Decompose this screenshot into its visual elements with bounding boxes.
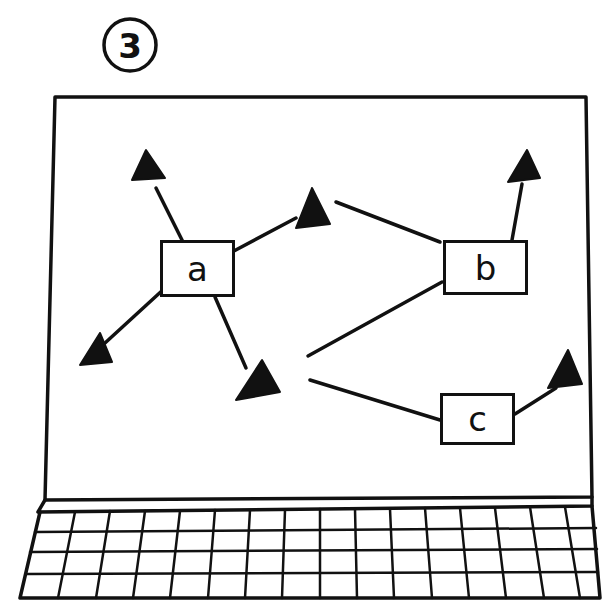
keyboard-outline (20, 506, 600, 598)
network-box: a (160, 240, 235, 297)
box-letter: b (475, 251, 497, 285)
network-box: c (440, 393, 515, 445)
box-letter: a (187, 252, 208, 286)
keyboard-keys (26, 507, 598, 598)
callout-number: 3 (118, 29, 142, 63)
callout-circle (104, 19, 156, 71)
box-letter: c (468, 402, 487, 436)
network-box: b (443, 240, 528, 295)
cone-symbols (80, 150, 582, 400)
monitor-outline (45, 97, 592, 500)
network-lines (105, 184, 556, 420)
monitor-base (38, 497, 592, 512)
